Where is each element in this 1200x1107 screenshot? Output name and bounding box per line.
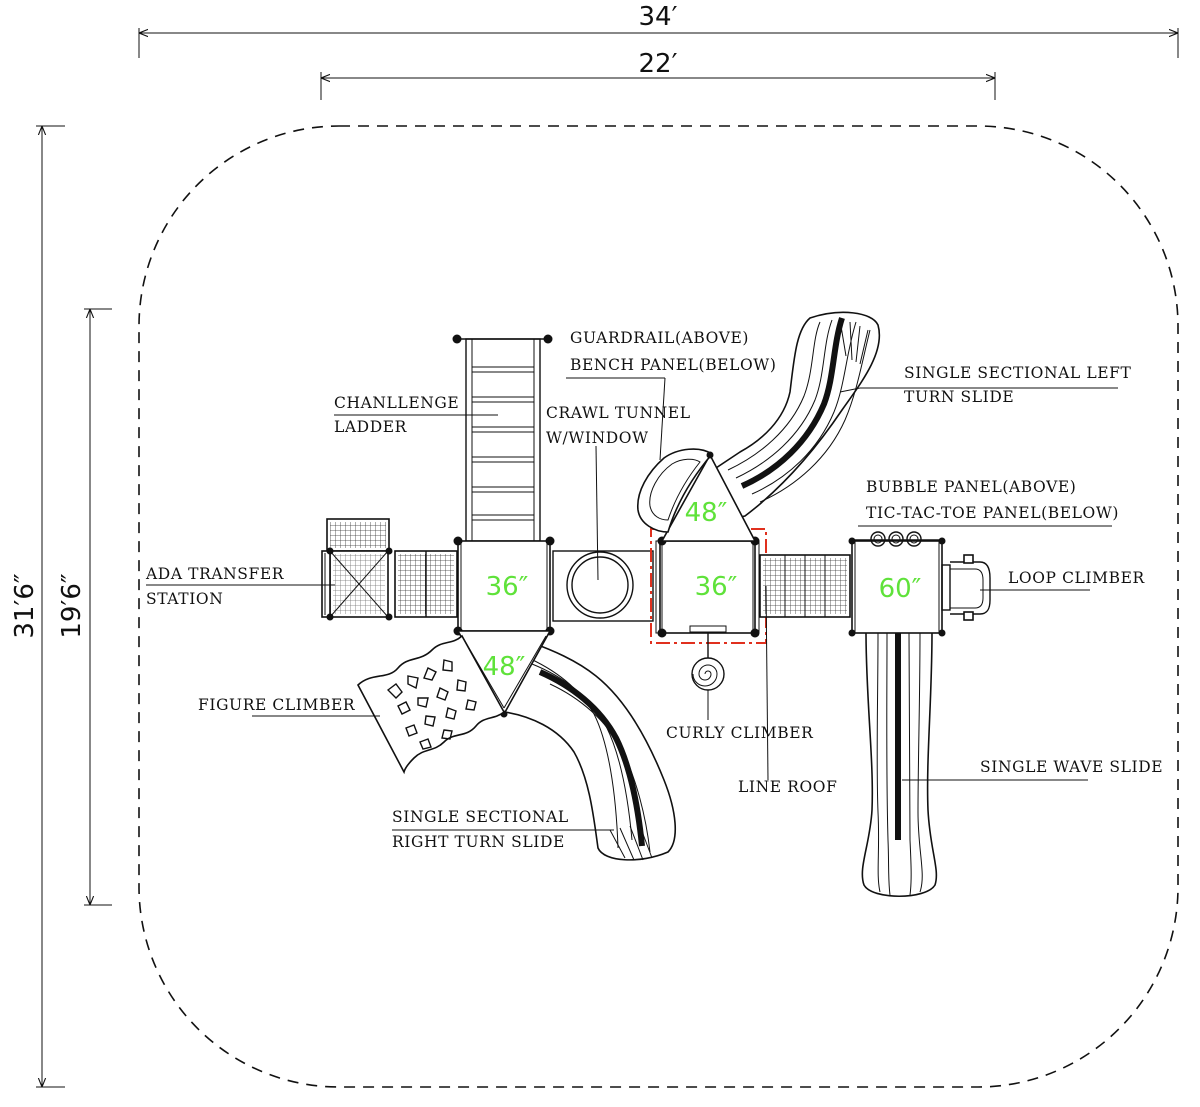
label-left-slide-1: SINGLE SECTIONAL LEFT	[904, 364, 1132, 382]
structure-width-label: 22′	[639, 49, 678, 79]
overall-width-label: 34′	[639, 2, 678, 32]
label-wave-slide: SINGLE WAVE SLIDE	[980, 758, 1163, 776]
transfer-steps	[394, 550, 458, 618]
label-crawl-tunnel-1: CRAWL TUNNEL	[546, 404, 691, 422]
bridge	[759, 554, 851, 618]
label-figure-climber: FIGURE CLIMBER	[198, 696, 356, 714]
label-guardrail: GUARDRAIL(ABOVE)	[570, 329, 749, 347]
leader-lines	[146, 377, 1118, 831]
overall-depth-label: 31′6″	[10, 573, 40, 639]
label-ada-1: ADA TRANSFER	[145, 565, 285, 583]
deck-2	[650, 528, 767, 644]
label-bench-panel: BENCH PANEL(BELOW)	[570, 356, 776, 374]
label-crawl-tunnel-2: W/WINDOW	[546, 429, 649, 447]
label-ada-2: STATION	[146, 590, 223, 608]
ada-transfer-station	[321, 518, 393, 621]
deck-1	[453, 536, 555, 636]
label-right-slide-1: SINGLE SECTIONAL	[392, 808, 569, 826]
crawl-tunnel	[552, 550, 654, 622]
deck-3-height: 60″	[879, 574, 922, 604]
dimension-structure-width: 22′	[320, 49, 996, 100]
label-tictactoe-panel: TIC-TAC-TOE PANEL(BELOW)	[866, 504, 1119, 522]
triangle-deck-top	[637, 448, 757, 542]
loop-climber	[941, 554, 991, 621]
tri-deck-bottom-height: 48″	[483, 652, 526, 682]
use-zone-boundary	[138, 125, 1179, 1088]
label-left-slide-2: TURN SLIDE	[904, 388, 1014, 406]
label-loop-climber: LOOP CLIMBER	[1008, 569, 1146, 587]
dimension-overall-width: 34′	[138, 2, 1179, 58]
label-curly-climber: CURLY CLIMBER	[666, 724, 814, 742]
dimension-structure-depth: 19′6″	[57, 308, 112, 906]
bubble-panel	[855, 531, 940, 547]
deck-1-height: 36″	[486, 572, 529, 602]
label-right-slide-2: RIGHT TURN SLIDE	[392, 833, 565, 851]
figure-climber	[357, 634, 506, 775]
wave-slide	[861, 631, 938, 898]
label-line-roof: LINE ROOF	[738, 778, 837, 796]
curly-climber	[691, 632, 725, 691]
right-turn-slide	[504, 641, 677, 861]
left-turn-slide	[715, 311, 881, 521]
deck-3	[848, 537, 946, 637]
tri-deck-top-height: 48″	[685, 498, 728, 528]
structure-depth-label: 19′6″	[57, 573, 87, 639]
label-challenge-ladder-2: LADDER	[334, 418, 408, 436]
label-bubble-panel: BUBBLE PANEL(ABOVE)	[866, 478, 1076, 496]
challenge-ladder	[452, 334, 553, 542]
deck-2-height: 36″	[695, 572, 738, 602]
label-challenge-ladder-1: CHANLLENGE	[334, 394, 459, 412]
dimension-overall-depth: 31′6″	[10, 125, 65, 1088]
